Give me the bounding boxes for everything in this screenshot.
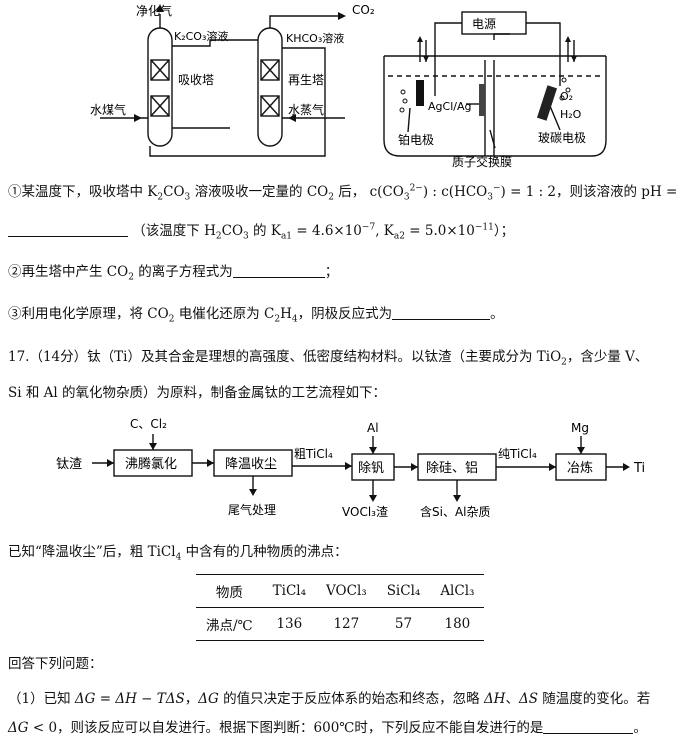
step5-label: 冶炼 [567, 461, 593, 476]
question-17-1-line-1: （1）已知 ΔG = ΔH − TΔS，ΔG 的值只决定于反应体系的始态和终态，… [8, 691, 651, 707]
water-gas-label: 水煤气 [90, 102, 126, 117]
answer-blank-ph[interactable] [8, 223, 128, 237]
flow-input-label: 钛渣 [56, 457, 82, 472]
agcl-ag-label: AgCl/Ag [428, 100, 471, 113]
purified-gas-label: 净化气 [136, 3, 172, 18]
known-info-line: 已知“降温收尘”后，粗 TiCl4 中含有的几种物质的沸点： [8, 544, 348, 563]
membrane-label: 质子交换膜 [452, 154, 512, 169]
question-2: ②再生塔中产生 CO2 的离子方程式为； [8, 264, 339, 283]
question-17-line-1: 17.（14分）钛（Ti）及其合金是理想的高强度、低密度结构材料。以钛渣（主要成… [8, 349, 649, 368]
boiling-point-table: 物质 TiCl₄ VOCl₃ SiCl₄ AlCl₃ 沸点/℃ 136 127 … [196, 574, 485, 641]
pt-electrode-label: 铂电极 [398, 132, 434, 147]
glassy-carbon-label: 玻碳电极 [538, 131, 586, 145]
si-al-impurity-label: 含Si、Al杂质 [420, 504, 491, 519]
mg-label: Mg [571, 421, 589, 435]
flow-output-label: Ti [633, 461, 645, 476]
titanium-process-flow: 钛渣 C、Cl₂ 沸腾氯化 降温收尘 尾气处理 粗TiCl₄ Al 除钒 VOC… [56, 417, 645, 519]
absorber-label: 吸收塔 [178, 73, 214, 87]
h2o-label: H₂O [560, 108, 582, 121]
glassy-carbon-electrode [536, 85, 558, 121]
step1-label: 沸腾氯化 [125, 456, 177, 472]
question-1-line-2: （该温度下 H2CO3 的 Ka1 = 4.6×10−7, Ka2 = 5.0×… [8, 219, 514, 241]
answer-blank-ionic-equation[interactable] [232, 264, 325, 278]
o2-label: O₂ [560, 90, 573, 103]
al-label: Al [367, 421, 379, 435]
power-supply-label: 电源 [472, 17, 496, 31]
steam-label: 水蒸气 [288, 102, 324, 117]
vocl3-residue-label: VOCl₃渣 [342, 505, 388, 519]
pure-ticl4-label: 纯TiCl₄ [498, 447, 537, 461]
regenerator-tower [257, 27, 283, 147]
answer-prompt: 回答下列问题： [8, 656, 103, 672]
answer-blank-nonspontaneous[interactable] [543, 720, 634, 734]
question-3: ③利用电化学原理，将 CO2 电催化还原为 C2H4，阴极反应式为。 [8, 306, 504, 325]
khco3-solution-label: KHCO₃溶液 [286, 31, 344, 45]
absorber-tower [147, 27, 173, 147]
answer-blank-cathode-reaction[interactable] [392, 306, 491, 320]
step4-label: 除硅、铝 [426, 461, 478, 476]
tail-gas-label: 尾气处理 [228, 502, 276, 517]
step2-label: 降温收尘 [225, 457, 277, 472]
step3-label: 除钒 [358, 461, 384, 476]
flow-reagents-label: C、Cl₂ [130, 417, 167, 431]
question-17-1-line-2: ΔG < 0，则该反应可以自发进行。根据下图判断：600℃时，下列反应不能自发进… [8, 720, 647, 736]
pt-electrode [416, 80, 424, 106]
regenerator-label: 再生塔 [288, 73, 324, 87]
absorption-electrolysis-diagram: 净化气 CO₂ K₂CO₃溶液 KHCO₃溶液 吸收塔 再生塔 水煤气 水蒸气 … [90, 3, 607, 169]
table-row: 沸点/℃ 136 127 57 180 [196, 607, 485, 641]
question-1-line-1: ①某温度下，吸收塔中 K2CO3 溶液吸收一定量的 CO2 后， c(CO32−… [8, 183, 678, 203]
table-header-row: 物质 TiCl₄ VOCl₃ SiCl₄ AlCl₃ [196, 574, 485, 608]
k2co3-solution-label: K₂CO₃溶液 [174, 29, 228, 43]
electrolysis-cell [383, 56, 607, 157]
agcl-ag-electrode [479, 84, 485, 116]
co2-label: CO₂ [352, 3, 375, 17]
question-17-line-2: Si 和 Al 的氧化物杂质）为原料，制备金属钛的工艺流程如下： [8, 385, 387, 401]
crude-ticl4-label: 粗TiCl₄ [294, 447, 333, 461]
